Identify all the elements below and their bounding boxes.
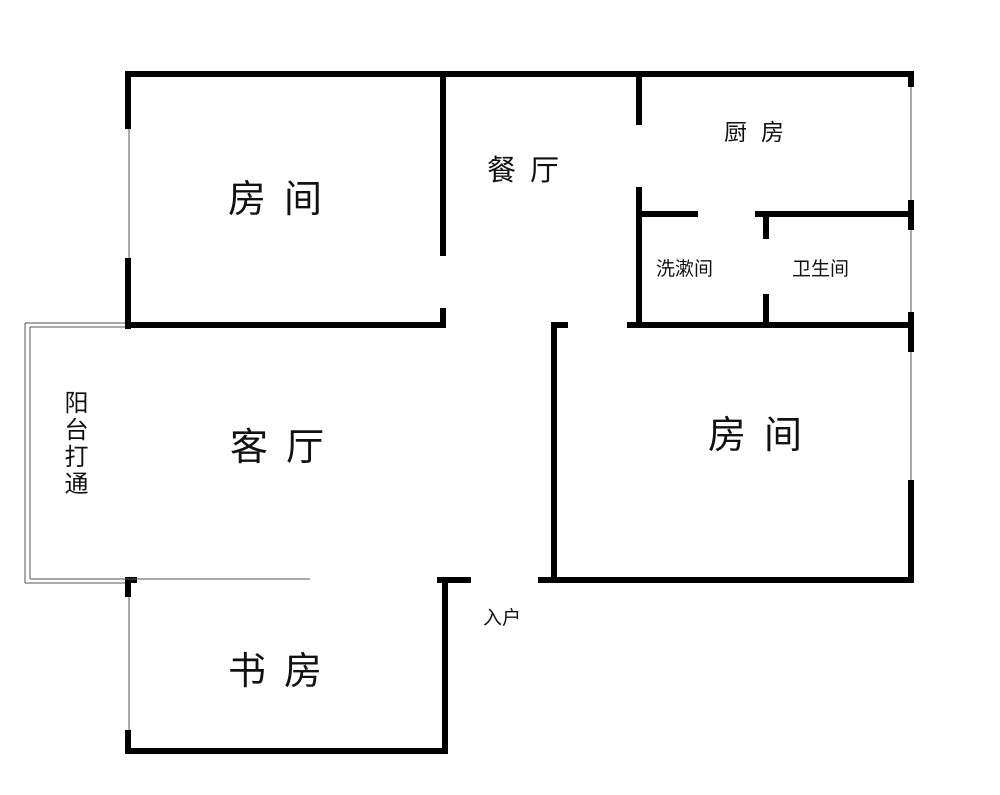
room-label-bedroom-top-left: 房间: [228, 177, 341, 221]
wall-study-left-upper: [125, 577, 131, 597]
room-label-bedroom-right: 房间: [708, 413, 821, 457]
room-label-living-room: 客厅: [230, 425, 343, 469]
room-label-study: 书房: [228, 649, 341, 693]
wall-bath-top-left: [636, 211, 698, 217]
wall-bedroom2-left: [551, 322, 557, 583]
wall-bath-bottom: [627, 322, 914, 328]
wall-study-left-lower: [125, 730, 131, 754]
room-label-kitchen: 厨房: [724, 120, 798, 146]
room-label-balcony: 阳台打通: [60, 390, 88, 498]
wall-bedroom2-bottom: [538, 577, 914, 583]
entrance-label: 入户: [483, 607, 522, 629]
room-label-dining: 餐厅: [487, 153, 574, 187]
wall-right-4: [908, 480, 914, 583]
wall-left-upper: [125, 71, 131, 129]
wall-study-right: [442, 577, 448, 754]
wall-top: [125, 71, 914, 77]
wall-kitchen-left-upper: [636, 71, 642, 125]
room-label-toilet: 卫生间: [792, 258, 850, 280]
wall-kitchen-left-lower: [636, 187, 642, 328]
wall-left-lower: [125, 258, 131, 329]
wall-study-bottom: [125, 748, 448, 754]
wall-toilet-left-upper: [763, 211, 769, 239]
walls: [125, 71, 914, 754]
wall-right-3: [908, 312, 914, 352]
wall-bedroom2-top-stub: [551, 322, 568, 328]
wall-toilet-left-lower: [763, 294, 769, 328]
wall-right-1: [908, 71, 914, 87]
wall-bedroom1-bottom: [125, 322, 446, 328]
room-label-washroom: 洗漱间: [656, 258, 714, 280]
wall-bath-top-right: [755, 211, 914, 217]
wall-bedroom1-right: [440, 71, 446, 256]
wall-study-top-right: [437, 577, 471, 583]
windows: [24, 87, 912, 730]
wall-bedroom1-right-stub: [440, 308, 446, 328]
